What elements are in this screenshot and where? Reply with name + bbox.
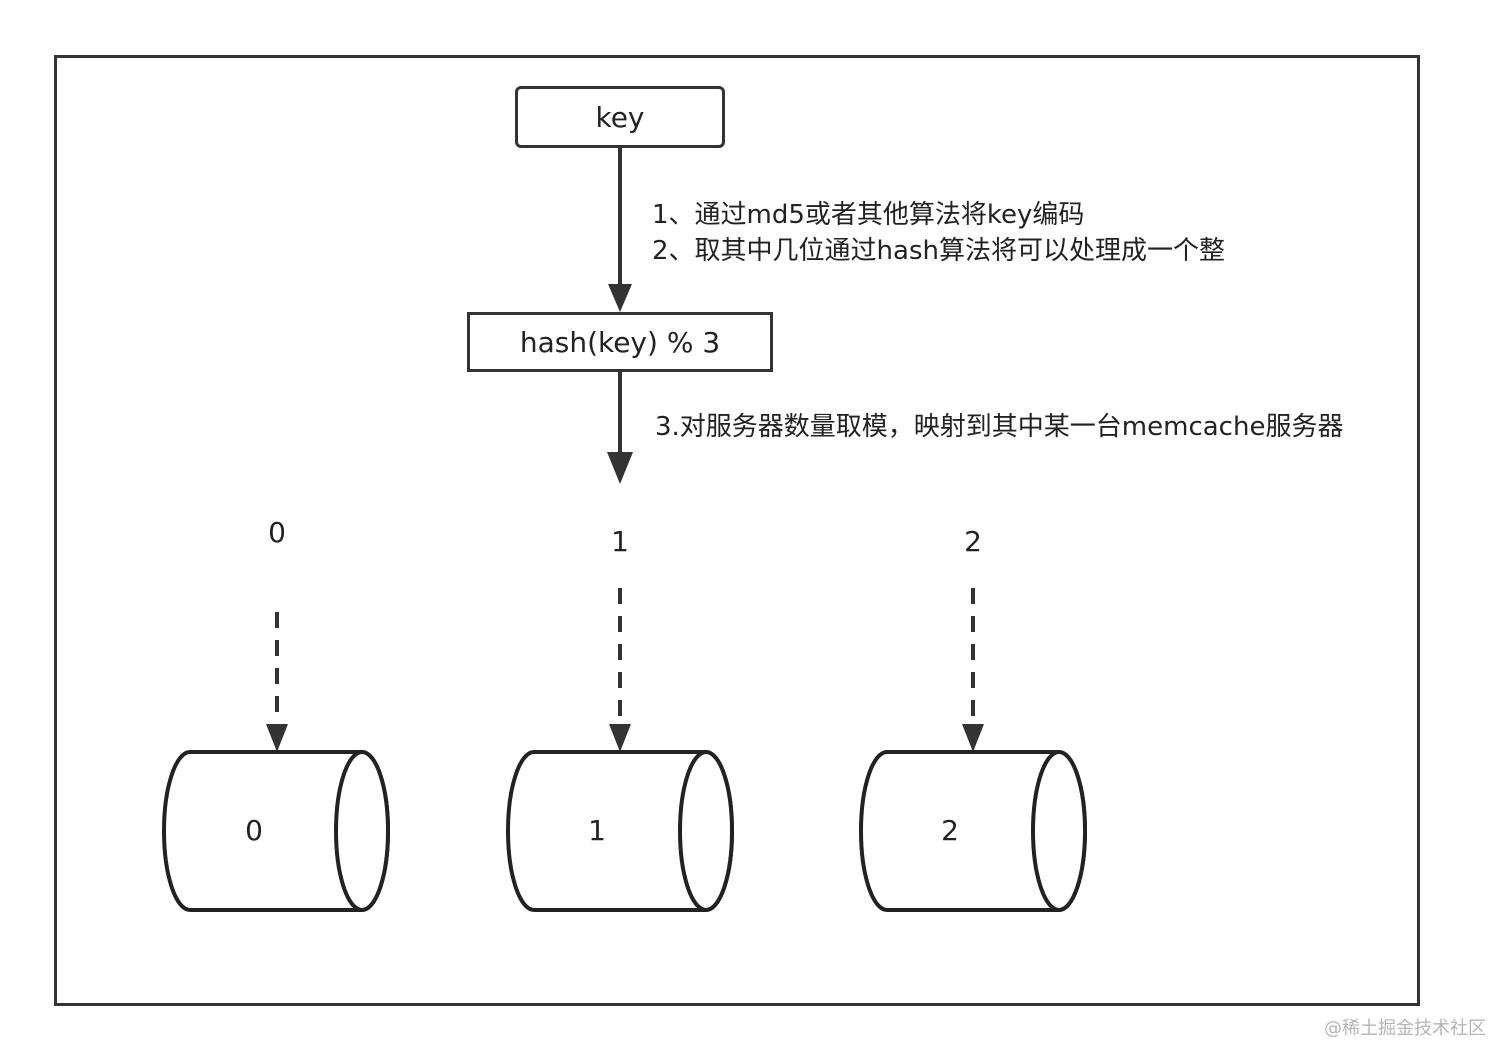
server-cylinder-0 bbox=[162, 750, 390, 912]
dashed-arrow-0-head bbox=[266, 724, 288, 752]
dashed-arrow-1-head bbox=[609, 724, 631, 752]
step-3-label: 3.对服务器数量取模，映射到其中某一台memcache服务器 bbox=[655, 412, 1344, 442]
server-index-1: 1 bbox=[611, 525, 629, 558]
server-cylinder-1 bbox=[506, 750, 734, 912]
diagram-frame bbox=[54, 55, 1420, 1006]
server-cylinder-label-2: 2 bbox=[941, 814, 959, 847]
key-box: key bbox=[515, 86, 725, 148]
step-2-label: 2、取其中几位通过hash算法将可以处理成一个整 bbox=[652, 236, 1225, 266]
server-index-2: 2 bbox=[964, 525, 982, 558]
server-index-0: 0 bbox=[268, 516, 286, 549]
server-cylinder-label-1: 1 bbox=[588, 814, 606, 847]
server-cylinder-label-0: 0 bbox=[245, 814, 263, 847]
hash-box: hash(key) % 3 bbox=[467, 312, 773, 372]
watermark: @稀土掘金技术社区 bbox=[1324, 1018, 1486, 1039]
server-cylinder-2 bbox=[859, 750, 1087, 912]
step-1-label: 1、通过md5或者其他算法将key编码 bbox=[652, 200, 1085, 230]
arrow-hash-to-result-head bbox=[607, 452, 633, 484]
arrow-key-to-hash-head bbox=[608, 284, 632, 312]
dashed-arrow-2-head bbox=[962, 724, 984, 752]
